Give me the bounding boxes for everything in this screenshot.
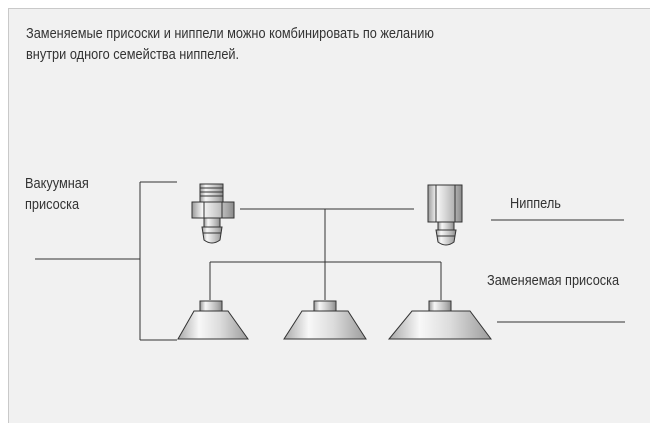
caption-text: Заменяемые присоски и ниппели можно комб… [26,24,484,66]
diagram-panel [8,8,650,423]
nipple-icon [427,184,463,246]
caption-line-2: внутри одного семейства ниппелей. [26,47,240,63]
vacuum-cup-label: Вакуумная присоска [25,174,89,216]
vacuum-cup-label-line-1: Вакуумная [25,176,89,192]
nipple-connector-lines [240,208,414,300]
replaceable-cup-icon-3 [387,300,492,340]
nipple-label: Ниппель [510,196,561,212]
cup-connector-lines [209,261,442,300]
replaceable-cup-label: Заменяемая присоска [487,273,620,289]
replaceable-cup-icon-2 [283,300,367,340]
vacuum-cup-bracket [35,181,177,341]
vacuum-cup-label-line-2: присоска [25,197,80,213]
threaded-nipple-icon [191,183,235,244]
caption-line-1: Заменяемые присоски и ниппели можно комб… [26,26,434,42]
replaceable-cup-icon-1 [177,300,249,340]
